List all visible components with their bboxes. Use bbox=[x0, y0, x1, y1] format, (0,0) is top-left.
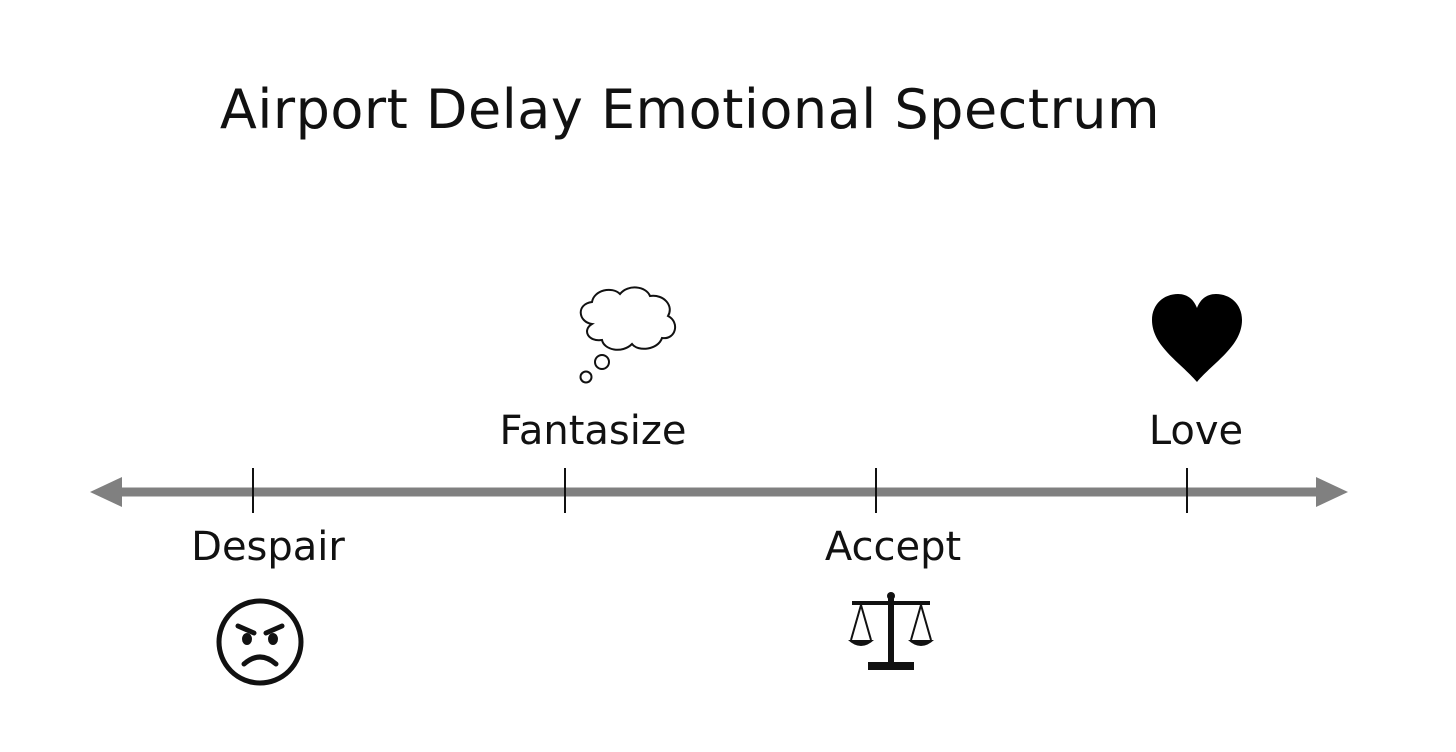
left-arrowhead bbox=[90, 477, 122, 507]
thought-bubble-icon bbox=[579, 286, 677, 384]
stage-label-love: Love bbox=[1148, 408, 1244, 454]
diagram-title: Airport Delay Emotional Spectrum bbox=[219, 78, 1161, 141]
right-arrowhead bbox=[1316, 477, 1348, 507]
stage-label-fantasize: Fantasize bbox=[499, 408, 687, 454]
heart-icon bbox=[1152, 294, 1242, 382]
angry-face-icon bbox=[216, 598, 304, 686]
stage-label-accept: Accept bbox=[824, 524, 962, 570]
stage-label-despair: Despair bbox=[191, 524, 345, 570]
scales-icon bbox=[848, 592, 934, 670]
